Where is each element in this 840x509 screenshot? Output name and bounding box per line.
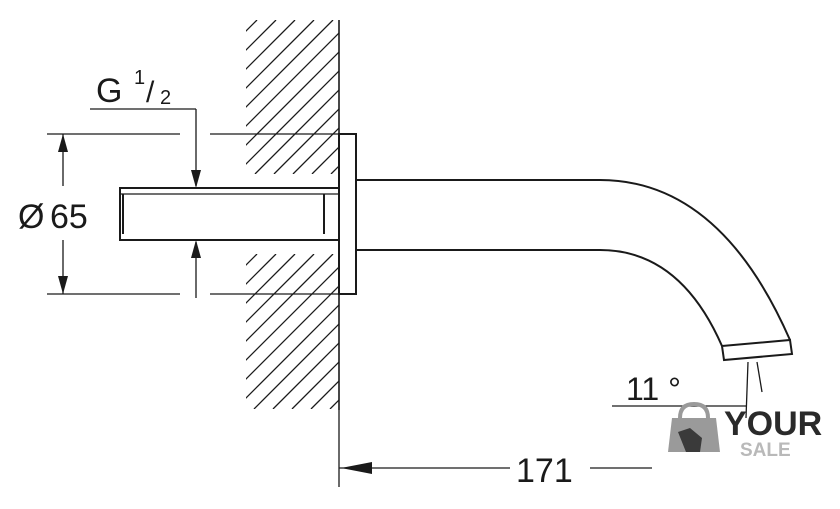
- angle-label: 11 °: [626, 371, 681, 407]
- arrow-head: [341, 462, 372, 474]
- hatch-line: [246, 20, 296, 70]
- thread-prefix: G: [96, 72, 122, 110]
- wall-hatching: [45, 20, 340, 410]
- spout-outline: [338, 133, 794, 362]
- diameter-dimension: Ø 65: [18, 133, 339, 295]
- spout-body: [356, 179, 791, 347]
- hatch-line: [292, 127, 339, 174]
- length-dimension: 171: [338, 410, 652, 490]
- hatch-line: [83, 254, 238, 409]
- wall-flange: [338, 133, 357, 295]
- hatch-line: [246, 254, 315, 323]
- hatch-line: [246, 254, 296, 304]
- thread-slash: /: [146, 76, 155, 109]
- hatch-line: [329, 399, 339, 409]
- arrow-head: [58, 134, 68, 152]
- arrow-head: [191, 240, 201, 258]
- hatch-line: [272, 342, 339, 409]
- watermark-word-top: YOUR: [724, 405, 822, 443]
- threaded-connector: [119, 187, 340, 241]
- hatch-line: [330, 165, 339, 174]
- hatch-line: [246, 70, 339, 165]
- diameter-value: 65: [50, 198, 88, 236]
- hatch-line: [273, 108, 339, 174]
- thread-dimension: G 1 / 2: [90, 67, 201, 298]
- diameter-symbol: Ø: [18, 198, 44, 236]
- spout-outlet: [720, 338, 794, 362]
- angle-dimension: 11 °: [612, 361, 763, 419]
- hatch-line: [310, 380, 339, 409]
- hatch-line: [246, 20, 258, 32]
- length-value: 171: [516, 452, 573, 490]
- hatch-line: [291, 361, 339, 409]
- hatch-line: [246, 254, 258, 266]
- hatch-line: [246, 20, 315, 89]
- hatch-line: [253, 323, 339, 409]
- hatch-line: [45, 254, 200, 409]
- hatch-line: [246, 285, 339, 380]
- hatch-line: [246, 32, 339, 127]
- hatch-line: [246, 266, 339, 361]
- hatch-line: [246, 20, 334, 108]
- hatch-line: [246, 51, 339, 146]
- hatch-line: [246, 304, 339, 399]
- arrow-head: [58, 276, 68, 294]
- watermark-logo: YOUR SALE: [668, 401, 822, 461]
- shopping-bag-hand-icon: [668, 401, 720, 452]
- watermark-word-bottom: SALE: [740, 440, 791, 461]
- thread-denominator: 2: [160, 87, 171, 109]
- hatch-line: [311, 146, 339, 174]
- hatch-line: [246, 254, 334, 342]
- hatch-line: [246, 20, 277, 51]
- thread-numerator: 1: [134, 67, 145, 89]
- hatch-line: [46, 20, 200, 174]
- arrow-head: [191, 170, 201, 188]
- hatch-line: [246, 254, 277, 285]
- hatch-line: [254, 89, 339, 174]
